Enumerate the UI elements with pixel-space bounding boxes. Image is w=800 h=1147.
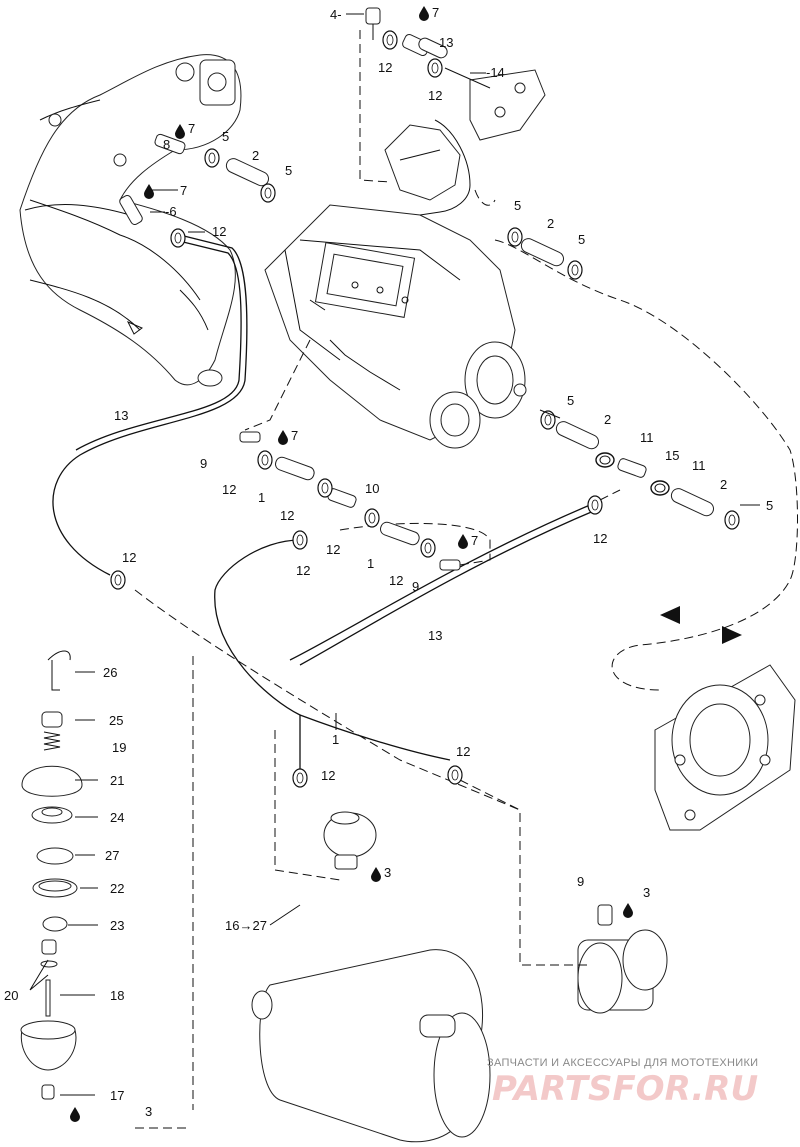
callout-8: 8	[163, 137, 170, 152]
callout-1: 1	[367, 556, 374, 571]
callout-22: 22	[110, 881, 124, 896]
callout-1: 1	[332, 732, 339, 747]
callout-11: 11	[640, 430, 654, 445]
callout-2: 2	[604, 412, 611, 427]
callout-13: 13	[439, 35, 453, 50]
callout-9: 9	[412, 579, 419, 594]
leader-lines	[29, 13, 760, 1096]
callout-labels: 4- 7 13 12 -14 12 7 5 8 2 5 7 -6 12 5 2 …	[4, 5, 773, 1119]
callout-5: 5	[514, 198, 521, 213]
callout-12: 12	[296, 563, 310, 578]
callout-7: 7	[432, 5, 439, 20]
callout-24: 24	[110, 810, 124, 825]
callout-7: 7	[180, 183, 187, 198]
cooling-hoses	[52, 30, 798, 966]
watermark: ЗАПЧАСТИ И АКСЕССУАРЫ ДЛЯ МОТОТЕХНИКИ PA…	[487, 1057, 758, 1109]
callout-12: 12	[321, 768, 335, 783]
callout-12: 12	[326, 542, 340, 557]
callout-12: 12	[428, 88, 442, 103]
callout-7: 7	[291, 428, 298, 443]
jet-pump-housing	[654, 664, 796, 831]
callout-12: 12	[280, 508, 294, 523]
watermark-logo: PARTSFOR.RU	[492, 1069, 758, 1109]
callout-15: 15	[665, 448, 679, 463]
callout-6: -6	[165, 204, 177, 219]
callout-12: 12	[389, 573, 403, 588]
callout-13: 13	[114, 408, 128, 423]
watermark-tagline: ЗАПЧАСТИ И АКСЕССУАРЫ ДЛЯ МОТОТЕХНИКИ	[487, 1057, 758, 1069]
callout-14: -14	[486, 65, 505, 80]
hose-segments	[110, 30, 740, 788]
callout-26: 26	[103, 665, 117, 680]
callout-27: 27	[105, 848, 119, 863]
muffler	[251, 949, 491, 1143]
callout-17: 17	[110, 1088, 124, 1103]
water-regulator	[323, 811, 377, 870]
callout-11: 11	[692, 458, 706, 473]
callout-7: 7	[188, 121, 195, 136]
callout-19: 19	[112, 740, 126, 755]
flow-arrow-icon	[660, 606, 742, 644]
callout-3: 3	[384, 865, 391, 880]
callout-3: 3	[145, 1104, 152, 1119]
callout-18: 18	[110, 988, 124, 1003]
engine-block	[264, 119, 527, 449]
callout-10: 10	[365, 481, 379, 496]
callout-2: 2	[252, 148, 259, 163]
callout-2: 2	[547, 216, 554, 231]
callout-12: 12	[378, 60, 392, 75]
callout-12: 12	[456, 744, 470, 759]
oil-drop-icon	[70, 6, 633, 1122]
callout-2: 2	[720, 477, 727, 492]
callout-16-27: 16→27	[225, 918, 267, 933]
callout-4: 4-	[330, 7, 342, 22]
callout-9: 9	[200, 456, 207, 471]
callout-12: 12	[222, 482, 236, 497]
callout-3: 3	[643, 885, 650, 900]
callout-13: 13	[428, 628, 442, 643]
callout-5: 5	[285, 163, 292, 178]
callout-9: 9	[577, 874, 584, 889]
callout-5: 5	[567, 393, 574, 408]
top-fitting-assembly	[365, 7, 546, 141]
callout-5: 5	[578, 232, 585, 247]
callout-7: 7	[471, 533, 478, 548]
callout-12: 12	[212, 224, 226, 239]
regulator-exploded-parts	[20, 650, 194, 1129]
callout-1: 1	[258, 490, 265, 505]
water-filter	[577, 904, 668, 1014]
callout-12: 12	[593, 531, 607, 546]
callout-12: 12	[122, 550, 136, 565]
callout-20: 20	[4, 988, 18, 1003]
callout-5: 5	[766, 498, 773, 513]
callout-25: 25	[109, 713, 123, 728]
callout-21: 21	[110, 773, 124, 788]
callout-23: 23	[110, 918, 124, 933]
callout-5: 5	[222, 129, 229, 144]
